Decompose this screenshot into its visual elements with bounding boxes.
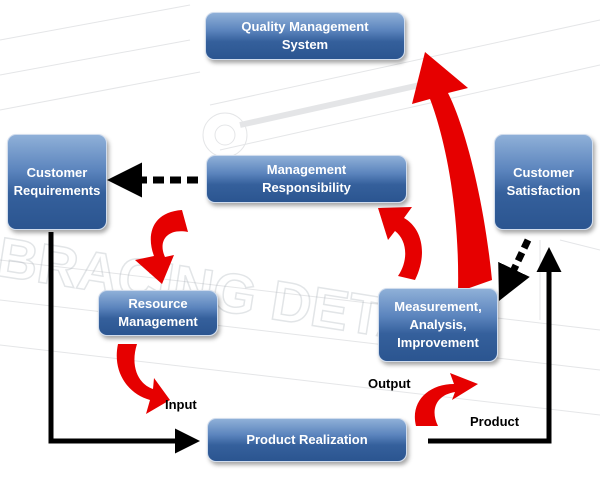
realization-to-satisfaction-arrow (428, 247, 562, 444)
quality-management-system-label: Quality Management System (241, 19, 369, 52)
product-realization-label: Product Realization (246, 432, 368, 447)
resource-management-box[interactable]: Resource Management (98, 290, 218, 336)
resource-management-label: Resource Management (118, 296, 198, 329)
red-curved-arrow-to-realization (116, 344, 170, 414)
management-responsibility-box[interactable]: Management Responsibility (206, 155, 407, 203)
measurement-analysis-improvement-label: Measurement, Analysis, Improvement (394, 299, 482, 350)
satisfaction-to-measurement-dashed-arrow (498, 238, 532, 301)
product-label: Product (470, 414, 520, 429)
red-curved-arrow-to-management (378, 207, 422, 280)
customer-requirements-label: Customer Requirements (13, 165, 101, 198)
output-label: Output (368, 376, 411, 391)
input-label: Input (165, 397, 197, 412)
measurement-analysis-improvement-box[interactable]: Measurement, Analysis, Improvement (378, 288, 498, 362)
management-responsibility-label: Management Responsibility (262, 162, 351, 195)
quality-management-system-box[interactable]: Quality Management System (205, 12, 405, 60)
requirements-to-realization-arrow (48, 232, 200, 454)
customer-requirements-box[interactable]: Customer Requirements (7, 134, 107, 230)
customer-satisfaction-label: Customer Satisfaction (506, 165, 581, 198)
big-red-curved-arrow (412, 52, 492, 292)
red-curved-arrow-output (414, 373, 478, 426)
customer-satisfaction-box[interactable]: Customer Satisfaction (494, 134, 593, 230)
red-curved-arrow-to-resource (135, 210, 188, 284)
product-realization-box[interactable]: Product Realization (207, 418, 407, 462)
